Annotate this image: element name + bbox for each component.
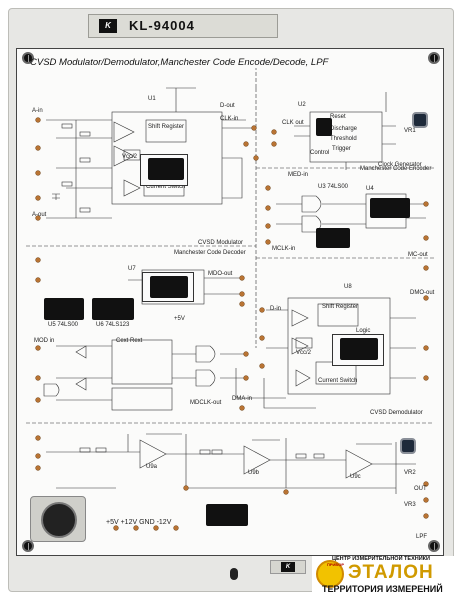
label-u4: U4 xyxy=(366,186,374,192)
label-vcc2: Vcc/2 xyxy=(122,154,138,160)
label-mdo-out: MDO-out xyxy=(208,271,233,277)
mounting-hole xyxy=(230,568,238,580)
ic-chip xyxy=(316,118,332,136)
label-mod-in: MOD in xyxy=(34,338,55,344)
circuit-board xyxy=(16,48,444,556)
brand-sub-text: ПРИБОР xyxy=(327,562,345,567)
ic-chip xyxy=(316,228,350,248)
brand-tagline: ТЕРРИТОРИЯ ИЗМЕРЕНИЙ xyxy=(322,584,443,594)
label-d-out: D-out xyxy=(220,103,235,109)
potentiometer-vr2-knob[interactable] xyxy=(400,438,416,454)
ic-chip xyxy=(150,276,188,298)
label-u8: U8 xyxy=(344,284,352,290)
label-clock-gen: Clock Generator xyxy=(378,162,422,168)
label-discharge: Discharge xyxy=(330,126,358,132)
label-vcc2-2: Vcc/2 xyxy=(296,350,312,356)
label-mdclk-out: MDCLK-out xyxy=(190,400,222,406)
screw-icon xyxy=(22,540,34,552)
bottom-plate: K xyxy=(270,560,306,574)
label-logic: Logic xyxy=(356,328,371,334)
label-shift-register: Shift Register xyxy=(148,124,185,130)
label-dmo-out: DMO-out xyxy=(410,290,435,296)
label-cext-rext: Cext Rext xyxy=(116,338,143,344)
label-out: OUT xyxy=(414,486,427,492)
label-cvsd-demod: CVSD Demodulator xyxy=(370,410,423,416)
ic-chip xyxy=(148,158,184,180)
brand-top-text: ЦЕНТР ИЗМЕРИТЕЛЬНОЙ ТЕХНИКИ xyxy=(332,556,430,562)
model-number: KL-94004 xyxy=(129,18,195,33)
ic-chip xyxy=(44,298,84,320)
brand-logo-icon: K xyxy=(99,19,117,33)
ic-chip xyxy=(206,504,248,526)
label-clk-in: CLK-in xyxy=(220,116,239,122)
brand-logo-icon: K xyxy=(281,562,295,572)
label-mc-encoder: Manchester Code Encoder xyxy=(360,166,432,172)
label-u5: U5 74LS00 xyxy=(48,322,79,328)
label-threshold: Threshold xyxy=(330,136,357,142)
label-current-switch: Current Switch xyxy=(146,184,186,190)
label-mclk-in: MCLK-in xyxy=(272,246,296,252)
label-a-in: A-in xyxy=(32,108,43,114)
label-u6: U6 74LS123 xyxy=(96,322,130,328)
label-lpf: LPF xyxy=(416,534,428,540)
label-reset: Reset xyxy=(330,114,346,120)
label-a-out: A-out xyxy=(32,212,47,218)
label-u9a: U9a xyxy=(146,464,158,470)
label-trigger: Trigger xyxy=(332,146,351,152)
power-terminals-label: +5V +12V GND -12V xyxy=(106,519,172,526)
brand-emblem-icon xyxy=(316,560,344,588)
label-d-in: D-in xyxy=(270,306,282,312)
label-u7: U7 xyxy=(128,266,136,272)
model-plate: K KL-94004 xyxy=(88,14,278,38)
label-u9c: U9c xyxy=(350,474,361,480)
label-current-switch-2: Current Switch xyxy=(318,378,358,384)
schematic xyxy=(26,68,434,531)
screw-icon xyxy=(428,540,440,552)
board-title: CVSD Modulator/Demodulator,Manchester Co… xyxy=(30,57,329,68)
brand-name: ЭТАЛОН xyxy=(348,562,434,583)
label-vr2: VR2 xyxy=(404,470,416,476)
label-mc-out: MC-out xyxy=(408,252,428,258)
label-med-in: MED-in xyxy=(288,172,309,178)
label-vr1: VR1 xyxy=(404,128,416,134)
screw-icon xyxy=(428,52,440,64)
power-socket-icon xyxy=(41,502,77,538)
ic-chip xyxy=(340,338,378,360)
label-u2: U2 xyxy=(298,102,306,108)
label-cvsd-mod: CVSD Modulator xyxy=(198,240,244,246)
ic-chip xyxy=(92,298,134,320)
power-connector[interactable] xyxy=(30,496,86,542)
screw-icon xyxy=(22,52,34,64)
label-shift-register-2: Shift Register xyxy=(322,304,359,310)
label-control: Control xyxy=(310,150,330,156)
label-u3: U3 74LS00 xyxy=(318,184,349,190)
potentiometer-vr1-knob[interactable] xyxy=(412,112,428,128)
label-vr3: VR3 xyxy=(404,502,416,508)
label-mc-decoder: Manchester Code Decoder xyxy=(174,250,246,256)
label-dma-in: DMA-in xyxy=(232,396,253,402)
label-plus5v: +5V xyxy=(174,316,185,322)
ic-chip xyxy=(370,198,410,218)
label-clk-out: CLK out xyxy=(282,120,304,126)
label-u9b: U9b xyxy=(248,470,260,476)
label-u1: U1 xyxy=(148,96,156,102)
